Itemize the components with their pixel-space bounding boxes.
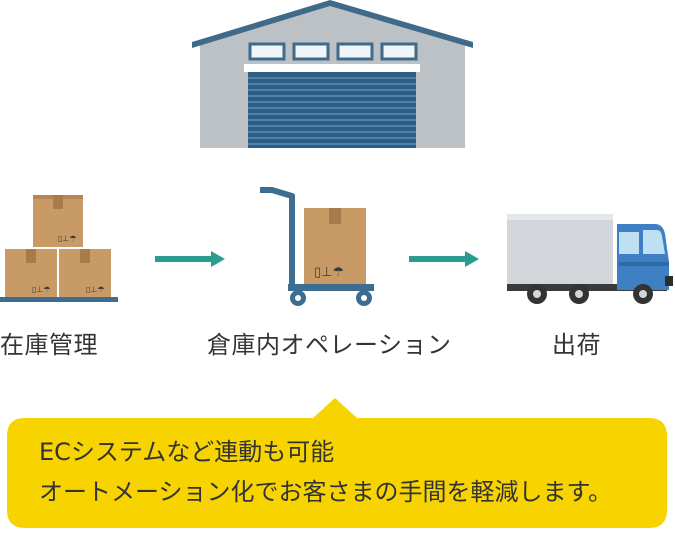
arrow-right-icon bbox=[409, 251, 479, 267]
callout-line-1: ECシステムなど連動も可能 bbox=[39, 438, 335, 466]
svg-text:▯⊥☂: ▯⊥☂ bbox=[86, 285, 105, 294]
svg-text:▯⊥☂: ▯⊥☂ bbox=[314, 265, 344, 280]
svg-text:▯⊥☂: ▯⊥☂ bbox=[32, 285, 51, 294]
hand-truck-icon: ▯⊥☂ bbox=[260, 187, 374, 306]
stacked-boxes-icon: ▯⊥☂ ▯⊥☂ ▯⊥☂ bbox=[0, 195, 118, 302]
callout-shape bbox=[7, 398, 667, 528]
svg-text:▯⊥☂: ▯⊥☂ bbox=[58, 234, 77, 243]
arrow-right-icon bbox=[155, 251, 225, 267]
callout-line-2: オートメーション化でお客さまの手間を軽減します。 bbox=[39, 478, 613, 506]
warehouse-icon bbox=[192, 0, 473, 148]
step-label-warehouse-operations: 倉庫内オペレーション bbox=[207, 331, 452, 359]
callout-bubble: ECシステムなど連動も可能 オートメーション化でお客さまの手間を軽減します。 bbox=[7, 398, 667, 528]
delivery-truck-icon bbox=[507, 214, 673, 304]
step-label-shipping: 出荷 bbox=[552, 331, 601, 359]
step-label-inventory: 在庫管理 bbox=[0, 331, 98, 359]
